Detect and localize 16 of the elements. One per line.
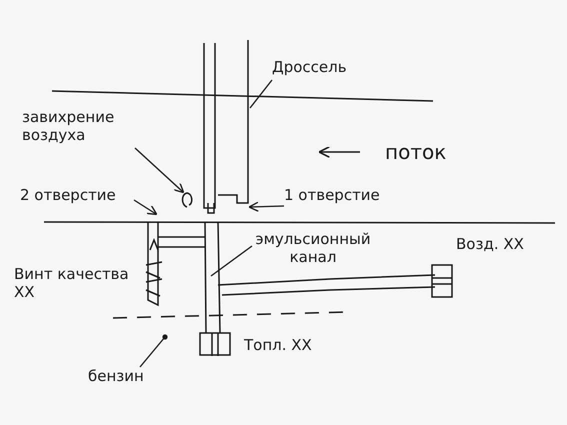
annotation-text: 1 отверстие xyxy=(284,186,381,204)
annotation-text: эмульсионный канал xyxy=(254,230,372,266)
annotation-text: Дроссель xyxy=(272,58,348,76)
arrow xyxy=(134,199,158,216)
arrow xyxy=(248,202,284,212)
jet-label: Топл. XX xyxy=(244,336,313,354)
jet-label: Возд. XX xyxy=(456,235,525,253)
arrow xyxy=(134,148,184,194)
flow-label: поток xyxy=(385,143,448,161)
leader-line xyxy=(140,334,168,368)
screw-label: Винт качества XX xyxy=(14,265,130,301)
leader-line xyxy=(210,245,252,277)
leader-line xyxy=(249,80,273,108)
annotation-text: завихрение воздуха xyxy=(22,108,116,144)
annotation-text: бензин xyxy=(88,367,145,385)
annotation-text: 2 отверстие xyxy=(20,186,117,204)
